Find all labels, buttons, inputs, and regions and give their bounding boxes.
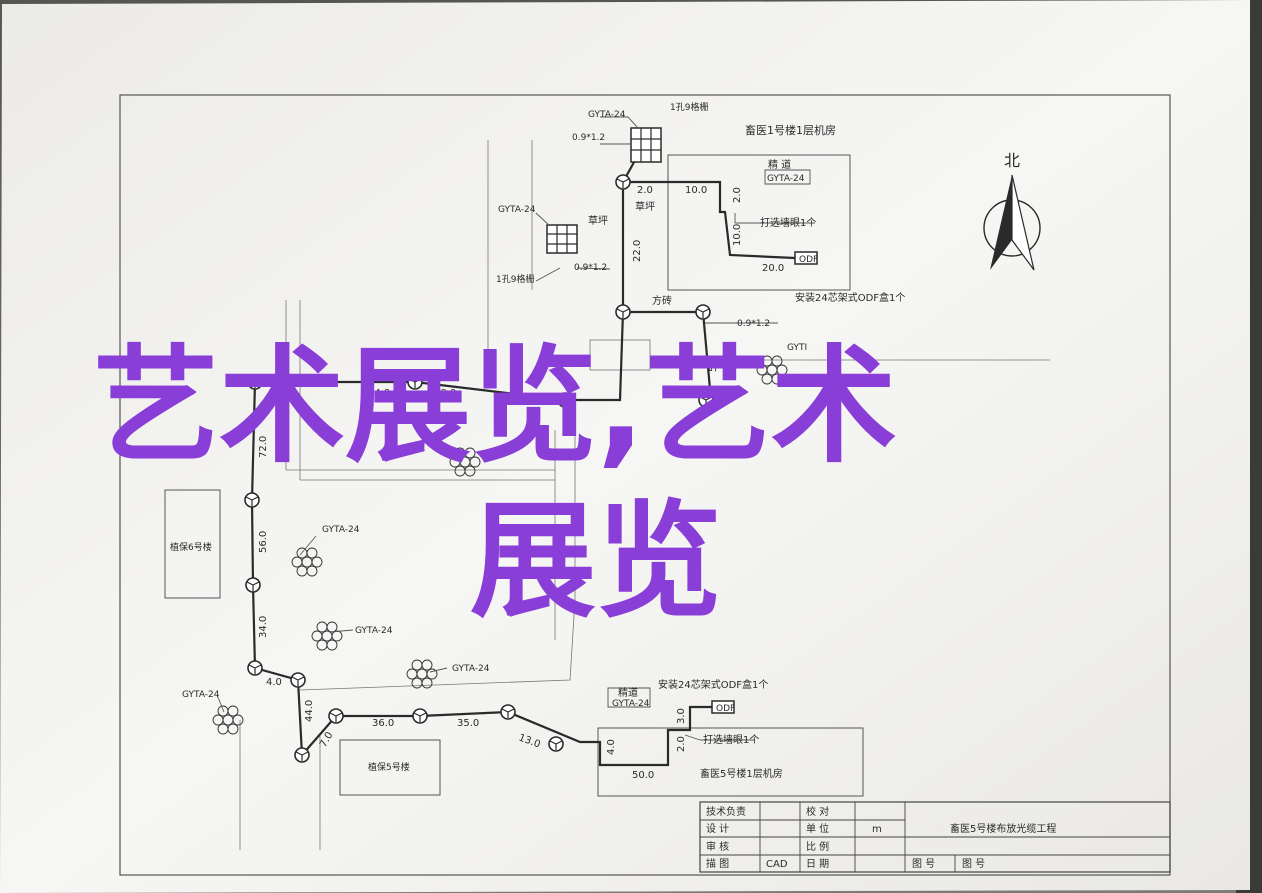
unit-label: 单 位 — [806, 822, 829, 835]
node-icon — [615, 304, 631, 320]
dim-label: 10.0 — [685, 185, 707, 196]
cable-tag-label: GYTA-24 — [588, 110, 626, 120]
building-5-outline — [597, 727, 864, 797]
punch-label: 打选墙眼1个 — [703, 733, 759, 746]
title-block — [699, 801, 1171, 873]
draw-label: 描 图 — [706, 857, 729, 870]
fig-no-label: 图 号 — [912, 858, 935, 870]
conduit-label: 精 道 — [768, 158, 791, 171]
dim-label: 56.0 — [258, 531, 269, 553]
node-icon — [294, 747, 310, 763]
dim-label: 4.0 — [266, 677, 282, 688]
manhole-label: 1孔9格栅 — [670, 101, 708, 113]
node-icon — [328, 708, 344, 724]
dim-label: 0.9*1.2 — [574, 263, 607, 273]
north-label: 北 — [1004, 151, 1020, 170]
fig-no-label-2: 图 号 — [962, 858, 985, 870]
dim-label: 2.0 — [676, 736, 687, 752]
node-icon — [615, 174, 631, 190]
building-6-label: 植保6号楼 — [170, 541, 212, 553]
dim-label: 3.0 — [676, 708, 687, 724]
node-icon — [548, 736, 564, 752]
dim-label: 22.0 — [632, 240, 643, 262]
dim-label: 10.0 — [732, 224, 743, 246]
review-label: 审 核 — [706, 840, 729, 853]
building-5-label: 畜医5号楼1层机房 — [700, 767, 783, 780]
tech-lead-label: 技术负责 — [706, 805, 746, 818]
design-label: 设 计 — [706, 822, 729, 835]
building-1-outline — [667, 154, 851, 291]
building-5b-outline — [339, 739, 441, 796]
odf-install-label: 安装24芯架式ODF盒1个 — [658, 678, 768, 691]
ratio-label: 比 例 — [806, 840, 829, 853]
cable-tag-label: GYTA-24 — [355, 626, 393, 636]
building-6-outline — [164, 489, 221, 599]
date-label: 日 期 — [806, 858, 829, 870]
odf-label: ODF — [716, 704, 735, 714]
overlay-text-line1: 艺术展览,艺术 — [93, 333, 897, 480]
drawing-frame — [119, 94, 1171, 876]
dim-label: 44.0 — [368, 388, 390, 399]
conduit-label: 精道 — [618, 686, 638, 699]
dim-label: 5.0 — [708, 356, 719, 372]
dim-label: 2.0 — [732, 187, 743, 203]
dim-label: 34.0 — [258, 616, 269, 638]
dim-label: 35.0 — [457, 718, 479, 729]
odf-label: ODF — [799, 255, 818, 265]
dim-label: 50.0 — [632, 770, 654, 781]
cable-tag-label: GYTA-24 — [322, 525, 360, 535]
building-1-label: 畜医1号楼1层机房 — [745, 123, 836, 137]
check-label: 校 对 — [806, 805, 829, 818]
cable-tag-label: GYTA-24 — [498, 205, 536, 215]
dim-label: 72.0 — [258, 436, 269, 458]
lawn-label: 草坪 — [588, 214, 608, 227]
node-icon — [244, 492, 260, 508]
cable-tag-label: GYTA-24 — [452, 664, 490, 674]
conduit-cable-label: GYTA-24 — [767, 174, 805, 184]
brick-label: 方砖 — [652, 294, 672, 307]
node-icon — [290, 672, 306, 688]
cable-route-bld1 — [623, 180, 796, 260]
dim-label: 44.0 — [304, 700, 315, 722]
conduit-cable-label: GYTA-24 — [612, 699, 650, 709]
dim-label: 20.0 — [762, 263, 784, 274]
node-icon — [695, 304, 711, 320]
building-5b-label: 植保5号楼 — [368, 761, 410, 773]
manhole-label: 1孔9格栅 — [496, 273, 534, 285]
manhole-grid-icon — [546, 224, 578, 254]
odf-install-label: 安装24芯架式ODF盒1个 — [795, 291, 905, 304]
unit-value: m — [872, 824, 882, 835]
node-icon — [245, 577, 261, 593]
dim-label: 0.9*1.2 — [737, 319, 770, 329]
dim-label: 0.9*1.2 — [572, 133, 605, 143]
punch-label: 打选墙眼1个 — [760, 216, 816, 229]
north-arrow-icon — [983, 174, 1041, 271]
overlay-text-line2: 展览 — [470, 488, 722, 635]
cable-tag-label: GYTA-24 — [182, 690, 220, 700]
draw-value: CAD — [766, 859, 788, 870]
dim-label: 36.0 — [372, 718, 394, 729]
node-icon — [500, 704, 516, 720]
dim-label: 2.0 — [637, 185, 653, 196]
dim-label: 18.0 — [434, 388, 456, 399]
project-title: 畜医5号楼布放光缆工程 — [950, 822, 1056, 835]
node-icon — [412, 708, 428, 724]
cable-tag-partial-label: GYTI — [787, 343, 807, 353]
manhole-grid-icon — [630, 127, 662, 163]
lawn-label: 草坪 — [635, 200, 655, 213]
dim-label: 4.0 — [606, 739, 617, 755]
node-icon — [247, 660, 263, 676]
